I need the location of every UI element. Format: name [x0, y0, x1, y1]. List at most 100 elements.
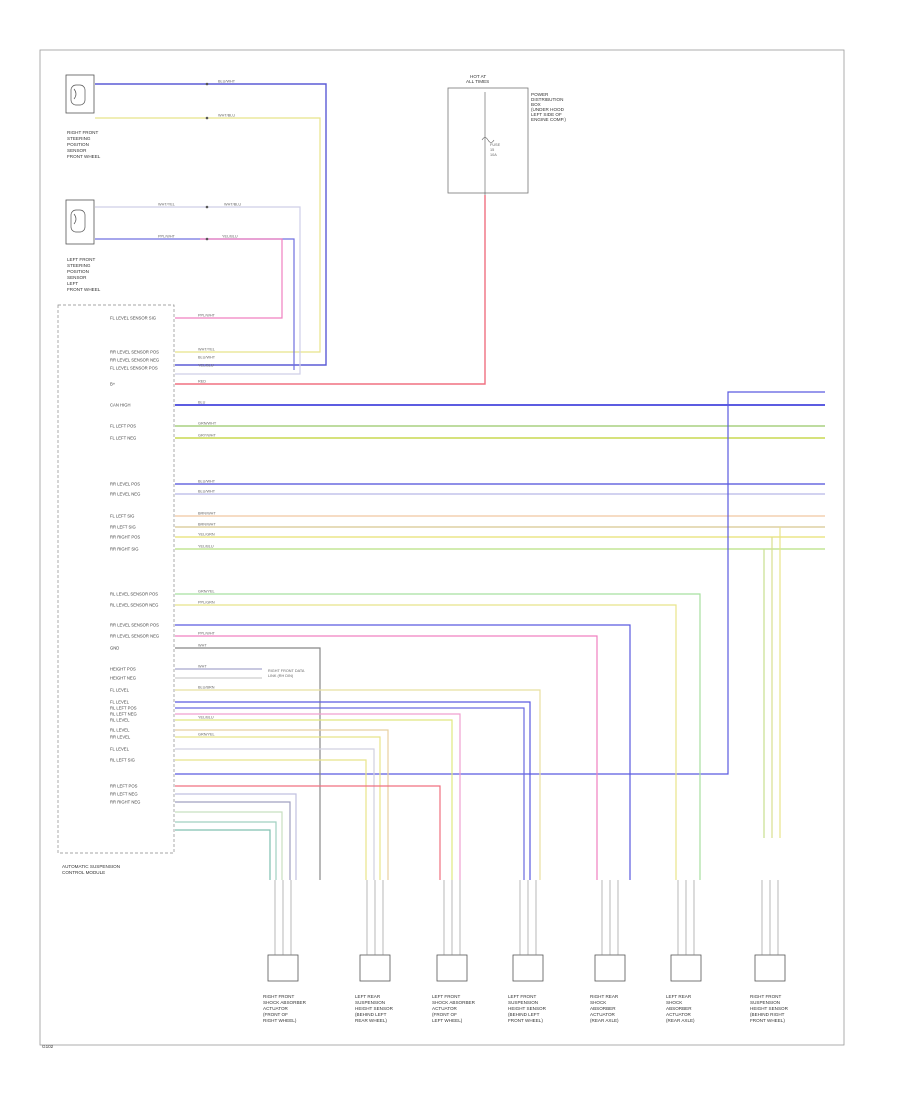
wire-color-label: YEL/BLU — [198, 545, 214, 549]
splice-point — [205, 205, 209, 209]
module-pin-label: FL LEFT NEG — [110, 436, 136, 441]
wire-color-label: GRY/WHT — [198, 434, 217, 438]
wire-color-label: WHT — [198, 665, 207, 669]
wire-color-label: BRN/WHT — [198, 512, 216, 516]
rf-sensor-connector — [65, 74, 95, 114]
wire-rf-sig — [95, 117, 321, 353]
wire-color-label: WHT/BLU — [224, 203, 241, 207]
module-pin-label: RL LEVEL — [110, 728, 130, 733]
module-pin-label: RL LEFT POS — [110, 706, 137, 711]
wire-color-label: WHT — [198, 644, 207, 648]
wire-color-label: PPL/GRN — [198, 601, 215, 605]
splice-point — [205, 82, 209, 86]
wire-rf-pos — [95, 83, 327, 366]
module-pin-label: RR LEFT NEG — [110, 792, 138, 797]
module-pin-label: RL LEVEL SENSOR POS — [110, 592, 158, 597]
wire-color-label: WHT/YEL — [158, 203, 175, 207]
wire-rl-pos — [175, 593, 701, 880]
module-pin-label: RR LEVEL — [110, 735, 131, 740]
wire-color-label: WHT/BLU — [218, 114, 235, 118]
module-pin-label: RR LEVEL SENSOR POS — [110, 623, 159, 628]
wire-rr-pos — [175, 624, 631, 880]
module-pin-label: RR LEVEL SENSOR NEG — [110, 358, 159, 363]
wire-color-label: PPL/WHT — [158, 235, 176, 239]
splice-point — [205, 237, 209, 241]
wire-color-label: BLU — [198, 401, 206, 405]
wire-rr-neg — [175, 635, 598, 880]
harness-wire — [175, 793, 297, 880]
wire-color-label: BLU/WHT — [218, 80, 236, 84]
module-pin-label: RR LEVEL SENSOR NEG — [110, 634, 159, 639]
wire-lf-pos — [95, 206, 301, 375]
wire-lf-sig — [175, 238, 283, 319]
module-pin-label: B+ — [110, 382, 116, 387]
wire-color-label: WHT/YEL — [198, 348, 215, 352]
module-pin-label: RL LEVEL — [110, 718, 130, 723]
harness-wire — [175, 821, 277, 880]
suspension-control-module — [57, 304, 175, 854]
module-pin-label: RR LEVEL SENSOR POS — [110, 350, 159, 355]
module-pin-label: FL LEVEL — [110, 688, 130, 693]
wire-rl-neg — [175, 604, 677, 880]
module-pin-label: RR LEVEL POS — [110, 482, 140, 487]
wire-color-label: PPL/WHT — [198, 314, 216, 318]
wire-color-label: BLU/BRN — [198, 686, 215, 690]
module-pin-label: HEIGHT NEG — [110, 676, 136, 681]
wire-gnd — [175, 647, 321, 880]
module-pin-label: FL LEVEL — [110, 747, 130, 752]
wire-color-label: YEL/BLU — [198, 364, 214, 368]
splice-point — [205, 116, 209, 120]
harness-wire — [175, 707, 525, 880]
module-pin-label: RL LEFT NEG — [110, 712, 137, 717]
module-pin-label: FL LEFT SIG — [110, 514, 134, 519]
harness-wire — [175, 689, 541, 880]
wire-color-label: RED — [198, 380, 206, 384]
harness-wire — [175, 829, 271, 880]
wire-group — [95, 82, 825, 880]
harness-wire — [175, 785, 441, 880]
wire-color-label: GRN/YEL — [198, 590, 215, 594]
module-pin-label: CAN HIGH — [110, 403, 130, 408]
harness-wire — [175, 801, 291, 880]
module-pin-label: RR RIGHT SIG — [110, 547, 139, 552]
wire-color-label: GRN/YEL — [198, 733, 215, 737]
wire-color-label: BRN/WHT — [198, 523, 216, 527]
harness-wire — [175, 729, 389, 880]
module-pin-label: HEIGHT POS — [110, 667, 136, 672]
pin-labels: FL LEVEL SENSOR SIG RR LEVEL SENSOR POS RR… — [110, 80, 305, 805]
wire-b-plus — [175, 195, 486, 385]
wire-color-label: PPL/WHT — [198, 632, 216, 636]
module-pin-label: FL LEVEL SENSOR SIG — [110, 316, 156, 321]
module-pin-label: RR LEVEL NEG — [110, 492, 140, 497]
module-pin-label: RR LEFT POS — [110, 784, 138, 789]
wire-color-label: GRN/WHT — [198, 422, 217, 426]
harness-wire — [175, 719, 453, 880]
harness-wire — [175, 759, 367, 880]
module-pin-label: RR RIGHT NEG — [110, 800, 140, 805]
module-pin-label: RL LEFT SIG — [110, 758, 135, 763]
module-pin-label: RR LEFT SIG — [110, 525, 136, 530]
